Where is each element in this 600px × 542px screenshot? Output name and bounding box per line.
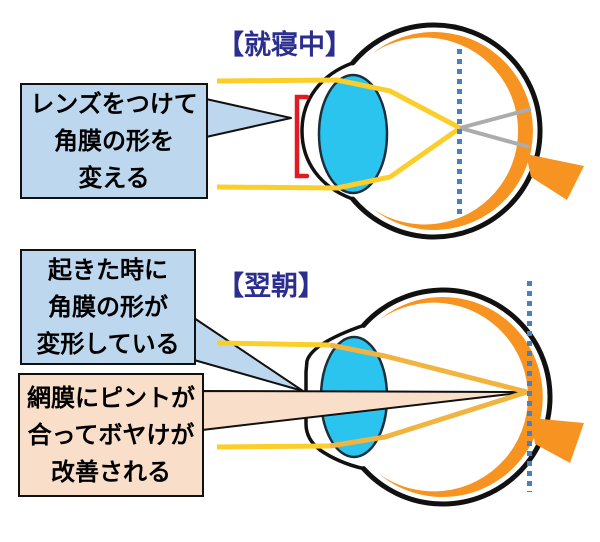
section-title-sleeping: 【就寝中】 (217, 30, 352, 60)
callout-retina: 網膜にピントが 合ってボヤけが 改善される (18, 373, 204, 497)
light-ray-bottom (216, 125, 462, 191)
eye-morning (193, 281, 584, 507)
optic-nerve (526, 154, 584, 200)
light-ray-top-refracted (329, 342, 528, 395)
blur-ray-top (459, 107, 532, 130)
cornea-outline (300, 61, 355, 201)
eye-sleeping (216, 22, 584, 240)
callout-text-line: 合ってボヤけが (27, 421, 195, 449)
callout-text-line: レンズをつけて (30, 90, 198, 118)
callout-pointer-cornea (193, 317, 304, 392)
light-ray-bottom-refracted (329, 389, 528, 449)
eyeball-outline (361, 287, 553, 507)
callout-text-line: 変える (78, 164, 150, 192)
optic-nerve (531, 418, 584, 463)
section-title-morning: 【翌朝】 (217, 271, 325, 301)
light-ray-top (216, 340, 331, 348)
light-ray-top (216, 77, 462, 131)
callout-text-line: 角膜の形が (48, 293, 168, 321)
blur-ray-bottom (459, 126, 530, 149)
callout-text-line: 起きた時に (48, 256, 168, 284)
crystalline-lens (317, 73, 389, 195)
callout-text-line: 角膜の形を (54, 127, 174, 155)
callout-text-line: 変形している (36, 330, 180, 358)
callout-cornea: 起きた時に 角膜の形が 変形している (20, 249, 196, 365)
callout-text-line: 網膜にピントが (27, 384, 195, 412)
callout-pointer-lens (205, 98, 292, 138)
flattened-cornea-outline (304, 323, 366, 471)
contact-lens-bracket-icon (294, 94, 310, 179)
eyeball-outline (350, 22, 543, 240)
light-ray-bottom (216, 443, 331, 450)
callout-text-line: 改善される (51, 458, 171, 486)
callout-lens: レンズをつけて 角膜の形を 変える (20, 83, 208, 199)
